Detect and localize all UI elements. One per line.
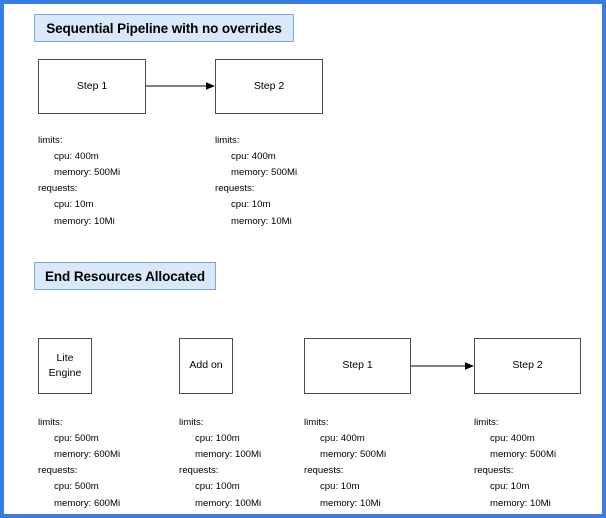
spec-limits-label: limits: [38, 135, 63, 146]
spec-limits-label: limits: [38, 417, 63, 428]
spec-limits-memory: memory: 500Mi [231, 167, 298, 179]
diagram-surface: Sequential Pipeline with no overrides St… [4, 4, 602, 514]
node-lite-engine[interactable]: Lite Engine [38, 338, 92, 394]
spec-limits-label: limits: [304, 417, 329, 428]
section-title-end-resources-allocated: End Resources Allocated [34, 262, 216, 290]
spec-step-2-top: limits: cpu: 400m memory: 500Mi requests… [215, 133, 297, 230]
arrow-step1-to-step2-top [146, 81, 216, 91]
spec-limits-memory: memory: 100Mi [195, 449, 262, 461]
spec-requests-cpu: cpu: 10m [231, 199, 271, 211]
spec-limits-memory: memory: 500Mi [54, 167, 121, 179]
spec-requests-cpu: cpu: 500m [54, 481, 99, 493]
spec-limits-cpu: cpu: 400m [54, 151, 99, 163]
node-label: Step 1 [76, 79, 108, 92]
spec-requests-label: requests: [474, 465, 514, 477]
spec-limits-cpu: cpu: 100m [195, 433, 240, 445]
spec-requests-label: requests: [38, 465, 78, 477]
spec-requests-label: requests: [304, 465, 344, 477]
node-step-1-top[interactable]: Step 1 [38, 59, 146, 114]
node-label-line1: Step 2 [512, 359, 543, 372]
spec-step-1-top: limits: cpu: 400m memory: 500Mi requests… [38, 133, 120, 230]
node-label-line2: Engine [48, 367, 82, 379]
node-label-line1: Add on [189, 359, 223, 372]
spec-step-2-bottom: limits: cpu: 400m memory: 500Mi requests… [474, 415, 556, 512]
spec-limits-memory: memory: 500Mi [490, 449, 557, 461]
spec-requests-memory: memory: 600Mi [54, 497, 121, 509]
arrow-step1-to-step2-bottom [411, 361, 475, 371]
spec-limits-label: limits: [179, 417, 204, 428]
spec-requests-memory: memory: 10Mi [54, 215, 115, 227]
spec-requests-memory: memory: 10Mi [320, 497, 381, 509]
spec-limits-memory: memory: 600Mi [54, 449, 121, 461]
node-label-line1: Lite [56, 351, 74, 364]
spec-requests-cpu: cpu: 10m [54, 199, 94, 211]
spec-limits-cpu: cpu: 400m [231, 151, 276, 163]
spec-requests-cpu: cpu: 100m [195, 481, 240, 493]
spec-requests-memory: memory: 10Mi [231, 215, 292, 227]
spec-requests-label: requests: [179, 465, 219, 477]
node-step-2-top[interactable]: Step 2 [215, 59, 323, 114]
node-add-on[interactable]: Add on [179, 338, 233, 394]
spec-requests-label: requests: [215, 183, 255, 195]
spec-add-on: limits: cpu: 100m memory: 100Mi requests… [179, 415, 261, 512]
spec-limits-cpu: cpu: 400m [490, 433, 535, 445]
spec-limits-memory: memory: 500Mi [320, 449, 387, 461]
spec-requests-memory: memory: 100Mi [195, 497, 262, 509]
spec-requests-label: requests: [38, 183, 78, 195]
spec-requests-memory: memory: 10Mi [490, 497, 551, 509]
node-label: Step 2 [253, 79, 285, 92]
spec-requests-cpu: cpu: 10m [320, 481, 360, 493]
node-step-2-bottom[interactable]: Step 2 [474, 338, 581, 394]
node-label-line1: Step 1 [342, 359, 373, 372]
spec-limits-label: limits: [215, 135, 240, 146]
spec-limits-cpu: cpu: 500m [54, 433, 99, 445]
node-step-1-bottom[interactable]: Step 1 [304, 338, 411, 394]
spec-requests-cpu: cpu: 10m [490, 481, 530, 493]
section-title-sequential-pipeline: Sequential Pipeline with no overrides [34, 14, 294, 42]
spec-lite-engine: limits: cpu: 500m memory: 600Mi requests… [38, 415, 120, 512]
spec-step-1-bottom: limits: cpu: 400m memory: 500Mi requests… [304, 415, 386, 512]
spec-limits-cpu: cpu: 400m [320, 433, 365, 445]
spec-limits-label: limits: [474, 417, 499, 428]
